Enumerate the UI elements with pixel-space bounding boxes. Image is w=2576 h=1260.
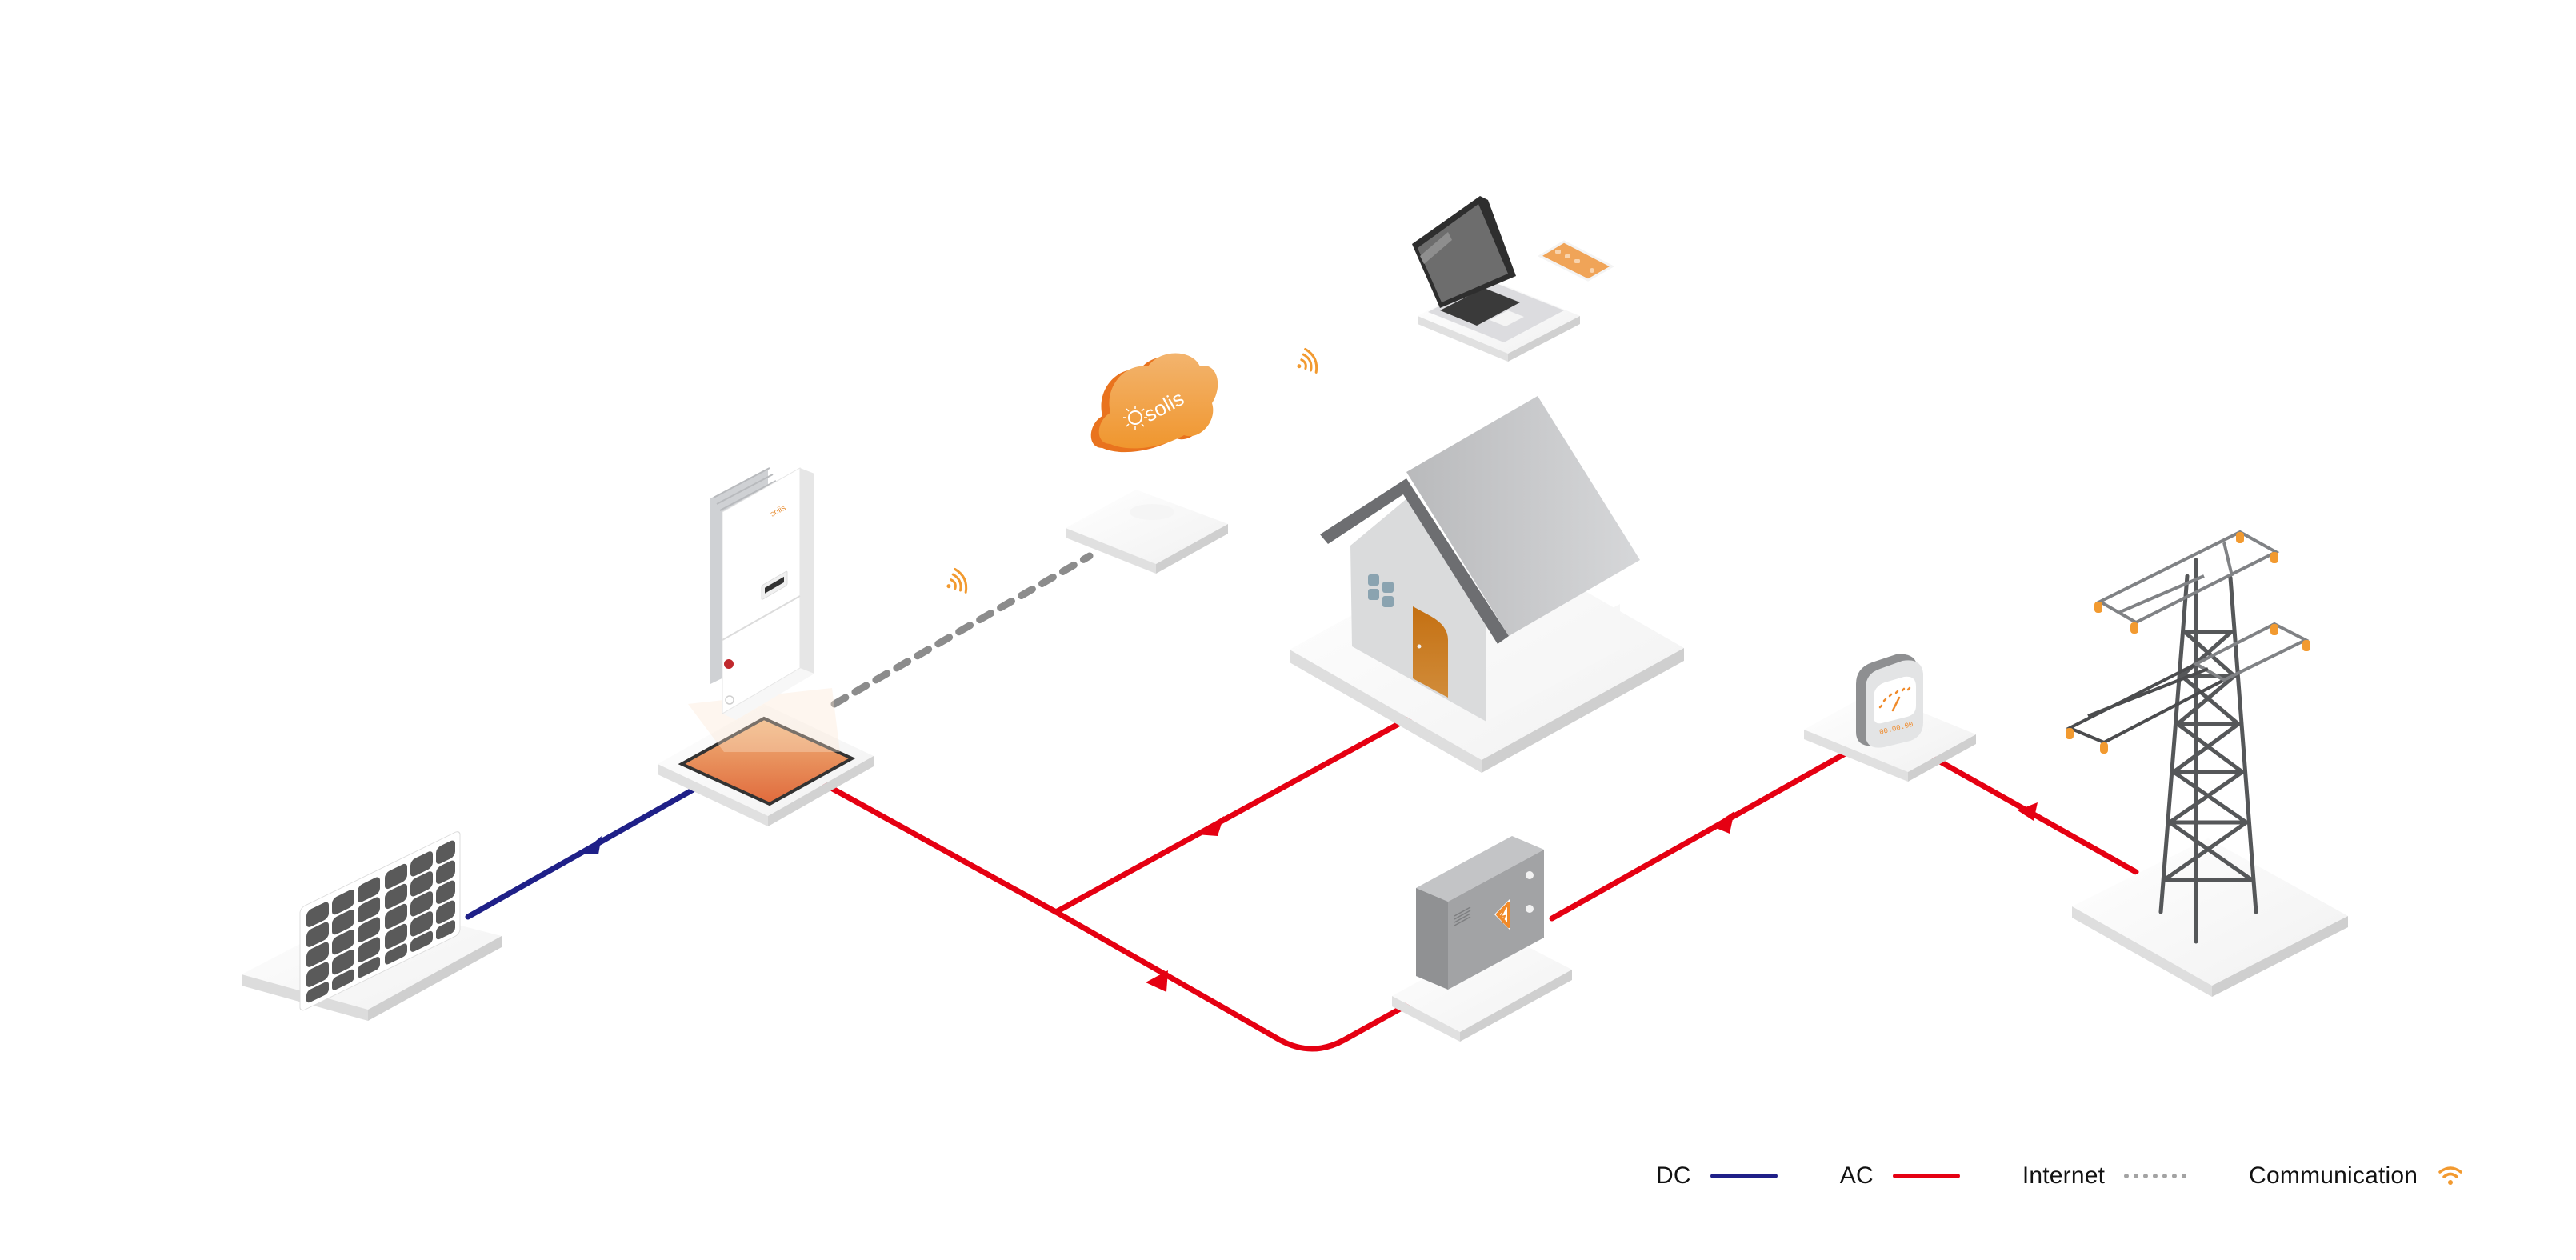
ac-line-inverter-to-junction xyxy=(821,781,1059,915)
ac-arrow-house xyxy=(1196,816,1224,836)
ac-arrow-meter xyxy=(1712,811,1734,834)
laptop-keyboard xyxy=(1440,288,1520,326)
legend-label: Communication xyxy=(2249,1162,2418,1189)
house-window-icon xyxy=(1368,574,1394,607)
inverter-orange-pad xyxy=(678,716,856,806)
inverter-display xyxy=(761,570,788,600)
ac-line-swatch xyxy=(1892,1174,1960,1178)
ac-line-meter-to-tower xyxy=(1931,755,2139,875)
dc-line xyxy=(465,785,699,920)
wifi-icon xyxy=(2438,1166,2462,1185)
legend-item-internet: Internet xyxy=(2022,1162,2187,1190)
house[interactable] xyxy=(1290,396,1684,773)
sun-logo-icon xyxy=(1123,406,1147,430)
ac-line-distribution-box-to-meter xyxy=(1549,749,1851,922)
house-roof-edge xyxy=(1320,478,1509,644)
legend-item-dc: DC xyxy=(1656,1162,1778,1190)
ac-arrow-distribution xyxy=(1146,970,1168,992)
house-door xyxy=(1413,606,1448,698)
legend-label: AC xyxy=(1839,1162,1874,1189)
insulator-icon xyxy=(2066,532,2310,754)
solar-cells xyxy=(306,840,455,1003)
tower-upper-arm xyxy=(2096,530,2280,625)
legend-item-communication: Communication xyxy=(2249,1162,2464,1190)
legend-label: DC xyxy=(1656,1162,1691,1189)
house-side-wall xyxy=(1486,604,1620,722)
legend-label: Internet xyxy=(2022,1162,2106,1189)
solar-panel[interactable] xyxy=(242,830,502,1021)
communication-signal-inverter xyxy=(946,567,968,594)
dc-line-swatch xyxy=(1710,1174,1778,1178)
solis-cloud[interactable]: solis xyxy=(1090,353,1218,453)
distribution-box[interactable] xyxy=(1392,836,1572,1042)
vent-grille xyxy=(1454,906,1471,926)
tower-leg xyxy=(2228,575,2258,914)
internet-line-swatch xyxy=(2124,1174,2187,1178)
inverter[interactable]: solis xyxy=(658,467,874,826)
inverter-power-button xyxy=(724,659,734,669)
high-voltage-warning-icon xyxy=(1494,898,1510,930)
communication-signal-cloud xyxy=(1297,347,1318,374)
laptop-trackpad xyxy=(1490,310,1524,326)
legend-item-ac: AC xyxy=(1840,1162,1960,1190)
ac-lines xyxy=(821,711,2139,1052)
dc-flow-arrow xyxy=(581,836,602,854)
legend: DC AC Internet Communication xyxy=(1656,1152,2464,1200)
ac-arrow-tower xyxy=(2018,802,2038,821)
ac-line-junction-to-house xyxy=(1053,711,1419,915)
energy-meter[interactable]: 00.00.00 xyxy=(1804,654,1976,782)
internet-line xyxy=(830,552,1094,708)
ac-flow-arrows xyxy=(1146,802,2038,992)
transmission-tower[interactable] xyxy=(2066,530,2348,997)
house-roof xyxy=(1406,396,1640,636)
gauge-dial-icon xyxy=(1878,686,1911,712)
ac-line-junction-to-distribution-box xyxy=(1053,909,1419,1052)
data-logger[interactable] xyxy=(1066,490,1228,574)
laptop-and-phone[interactable] xyxy=(1412,196,1615,362)
